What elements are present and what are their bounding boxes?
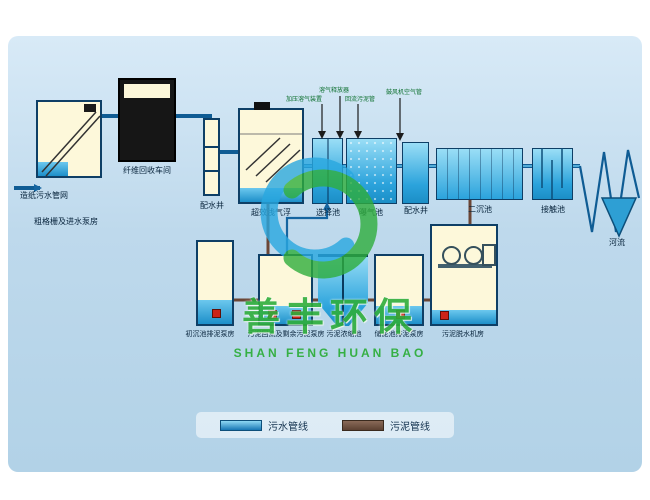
label-return-sludge-pump: 污泥回流及剩余污泥泵房 [247,331,325,338]
aeration-tank [346,138,397,204]
thickener-stirrer [342,254,344,326]
label-distribution-well-2: 配水井 [404,206,428,215]
label-selection-tank: 选择池 [316,208,340,217]
label-contact-tank: 接触池 [541,205,565,214]
legend-item-sewage: 污水管线 [220,418,308,433]
label-aeration-tank: 曝气池 [359,208,383,217]
annotation-return-sludge: 回流污泥管 [344,97,375,103]
annotation-dissolved-air: 加压溶气装置 [285,97,322,103]
sewage-line-swatch [220,419,262,431]
annotation-blower-air: 鼓风机空气管 [385,90,422,96]
belt-press-frame [438,264,492,268]
dewatering-building [430,224,498,326]
return-sludge-pump-house [258,254,313,326]
fiber-tank-top-band [124,84,170,98]
label-distribution-well-1: 配水井 [200,201,224,210]
scraper-motor [254,102,270,110]
label-river: 河流 [609,238,625,247]
legend-sewage-label: 污水管线 [268,421,308,433]
distribution-well-1-tank [203,118,220,196]
pump-unit [212,309,221,318]
legend: 污水管线 污泥管线 [196,412,454,438]
label-fiber-recovery: 纤维回收车间 [123,166,171,175]
storage-sludge-pump-house [374,254,424,326]
label-dewatering: 污泥脱水机房 [442,331,484,338]
secondary-clarifier-tank [436,148,523,200]
well-ring-line [205,146,218,148]
label-thickener: 污泥浓缩池 [326,331,362,338]
label-paper-network: 造纸污水管网 [20,191,68,200]
fiber-recovery-tank [118,78,176,162]
control-cabinet [482,244,496,266]
pump-unit [440,311,449,320]
water-surface [38,162,68,176]
air-flotation-tank [238,102,304,204]
primary-sludge-pump-house [196,240,234,326]
label-air-flotation: 超效浅气浮 [251,208,291,217]
coarse-screen-tank [36,100,102,178]
pump-unit [268,310,277,319]
annotation-air-release: 溶气释放器 [318,88,349,94]
distribution-well-2-tank [402,142,429,204]
legend-sludge-label: 污泥管线 [390,421,430,433]
pump-unit [292,310,301,319]
sludge-line-swatch [342,419,384,431]
legend-item-sludge: 污泥管线 [342,418,430,433]
label-secondary-clarifier: 二沉池 [468,205,492,214]
label-primary-sludge-pump: 初沉池排泥泵房 [185,331,235,338]
belt-press-roller [442,246,461,265]
label-storage-pump: 储泥池排泥泵房 [374,331,424,338]
screen-drive-box [84,104,96,112]
belt-press-roller [464,246,483,265]
label-coarse-screen: 粗格栅及进水泵房 [34,217,98,226]
selection-tank [312,138,343,204]
water-surface [240,188,302,202]
pump-unit [396,310,405,319]
well-ring-line [205,170,218,172]
tank-divider [327,139,329,203]
contact-tank [532,148,573,200]
